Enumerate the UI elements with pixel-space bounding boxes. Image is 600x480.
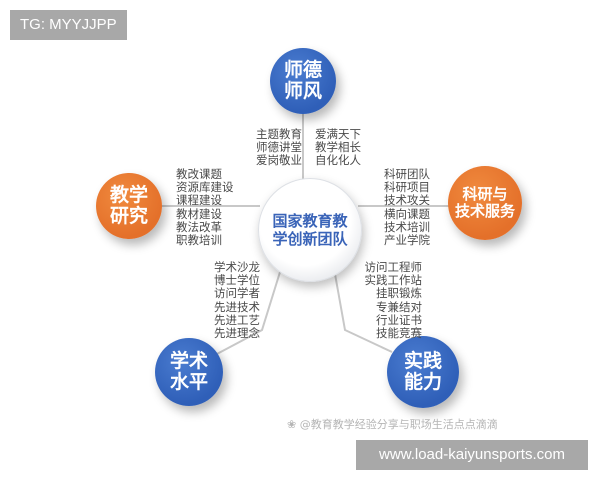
- paw-icon: ❀: [287, 418, 300, 431]
- list-practical-ability: 访问工程师 实践工作站 挂职锻炼 专兼结对 行业证书 技能竞赛: [352, 260, 423, 341]
- watermark: ❀ @教育教学经验分享与职场生活点点滴滴: [287, 416, 498, 432]
- watermark-text: @教育教学经验分享与职场生活点点滴滴: [299, 418, 498, 431]
- list-item: 教材建设: [176, 206, 222, 221]
- node-label-line1: 学术: [169, 349, 208, 372]
- node-teacher-ethics: 师德师风: [270, 48, 336, 114]
- list-item: 资源库建设: [176, 180, 234, 195]
- list-item: 访问工程师: [364, 260, 423, 274]
- center-label-line2: 学创新团队: [272, 230, 348, 248]
- node-teaching-research: 教学研究: [96, 173, 162, 239]
- list-item: 横向课题: [384, 206, 430, 221]
- node-label-line1: 实践: [403, 349, 442, 372]
- node-label-line2: 能力: [403, 371, 442, 393]
- list-item: 博士学位: [214, 273, 260, 288]
- list-item: 实践工作站: [364, 273, 423, 288]
- list-item: 行业证书: [376, 312, 422, 327]
- list-item: 自化化人: [315, 153, 361, 168]
- list-item: 职教培训: [176, 233, 222, 248]
- list-item: 学术沙龙: [214, 260, 260, 274]
- node-label-line2: 师风: [283, 80, 322, 102]
- center-node-national-team: 国家教育教学创新团队: [258, 178, 362, 282]
- list-item: 先进理念: [214, 326, 260, 341]
- list-item: 课程建设: [176, 193, 222, 208]
- list-item: 科研团队: [384, 167, 430, 181]
- list-item: 爱满天下: [315, 127, 361, 141]
- list-item: 教学相长: [315, 140, 361, 155]
- node-label-line1: 教学: [109, 183, 148, 206]
- list-research-tech-service: 科研团队 科研项目 技术攻关 横向课题 技术培训 产业学院: [384, 167, 430, 248]
- list-teacher-ethics-right: 爱满天下 教学相长 自化化人: [315, 127, 361, 168]
- list-item: 教法改革: [176, 219, 222, 234]
- node-label-line2: 技术服务: [454, 202, 515, 220]
- list-teacher-ethics-left: 主题教育 师德讲堂 爱岗敬业: [250, 127, 302, 168]
- list-teaching-research: 教改课题 资源库建设 课程建设 教材建设 教法改革 职教培训: [176, 167, 234, 248]
- list-item: 挂职锻炼: [376, 286, 422, 301]
- list-item: 师德讲堂: [256, 140, 302, 155]
- node-academic-level: 学术水平: [155, 338, 223, 406]
- list-item: 爱岗敬业: [256, 153, 302, 168]
- list-item: 科研项目: [384, 180, 430, 195]
- list-item: 先进技术: [214, 299, 260, 314]
- node-practical-ability: 实践能力: [387, 336, 459, 408]
- url-badge[interactable]: www.load-kaiyunsports.com: [356, 440, 588, 470]
- list-item: 教改课题: [176, 167, 222, 181]
- center-label-line1: 国家教育教: [272, 211, 348, 230]
- node-label-line1: 师德: [283, 58, 322, 81]
- tg-badge: TG: MYYJJPP: [10, 10, 127, 40]
- node-research-tech-service: 科研与技术服务: [448, 166, 522, 240]
- list-item: 主题教育: [256, 127, 302, 141]
- list-item: 技能竞赛: [376, 326, 422, 341]
- list-item: 产业学院: [384, 233, 430, 248]
- list-item: 先进工艺: [214, 312, 260, 327]
- list-academic-level: 学术沙龙 博士学位 访问学者 先进技术 先进工艺 先进理念: [198, 260, 260, 341]
- list-item: 访问学者: [214, 286, 260, 301]
- node-label-line2: 研究: [109, 205, 148, 227]
- node-label-line1: 科研与: [462, 185, 508, 204]
- list-item: 专兼结对: [376, 299, 422, 314]
- list-item: 技术攻关: [384, 193, 430, 208]
- list-item: 技术培训: [384, 219, 430, 234]
- node-label-line2: 水平: [169, 371, 208, 393]
